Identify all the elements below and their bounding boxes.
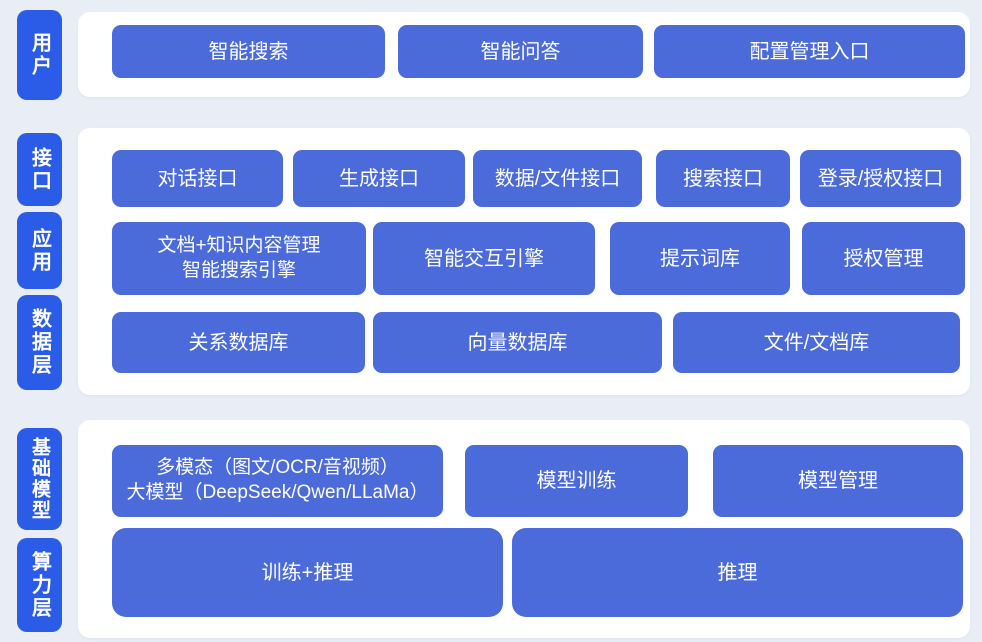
- box-vector-db: 向量数据库: [373, 312, 662, 373]
- layer-pill-interface: 接口: [17, 133, 62, 206]
- box-generate-api: 生成接口: [293, 150, 465, 207]
- box-relational-db: 关系数据库: [112, 312, 365, 373]
- layer-pill-data-layer: 数据层: [17, 295, 62, 390]
- box-doc-knowledge-line2: 智能搜索引擎: [181, 259, 296, 281]
- box-interaction-engine: 智能交互引擎: [373, 222, 595, 295]
- box-inference: 推理: [512, 528, 963, 617]
- box-multimodal-line2: 大模型（DeepSeek/Qwen/LLaMa）: [126, 482, 429, 503]
- box-multimodal-large-model: 多模态（图文/OCR/音视频） 大模型（DeepSeek/Qwen/LLaMa）: [112, 445, 443, 517]
- layer-pill-compute-layer: 算力层: [17, 538, 62, 632]
- box-data-file-api: 数据/文件接口: [473, 150, 642, 207]
- box-multimodal-line1: 多模态（图文/OCR/音视频）: [156, 457, 399, 479]
- box-doc-knowledge-line1: 文档+知识内容管理: [157, 234, 321, 256]
- box-auth-management: 授权管理: [802, 222, 965, 295]
- box-search-api: 搜索接口: [656, 150, 790, 207]
- layer-pill-application: 应用: [17, 212, 62, 289]
- box-smart-search: 智能搜索: [112, 25, 385, 78]
- box-prompt-library: 提示词库: [610, 222, 790, 295]
- box-training-plus-inference: 训练+推理: [112, 528, 503, 617]
- box-doc-knowledge-management: 文档+知识内容管理 智能搜索引擎: [112, 222, 366, 295]
- layer-pill-user: 用户: [17, 10, 62, 100]
- box-smart-qa: 智能问答: [398, 25, 643, 78]
- box-dialog-api: 对话接口: [112, 150, 283, 207]
- box-model-training: 模型训练: [465, 445, 688, 517]
- box-file-doc-library: 文件/文档库: [673, 312, 960, 373]
- box-model-management: 模型管理: [713, 445, 963, 517]
- layer-pill-base-model: 基础模型: [17, 428, 62, 530]
- box-login-auth-api: 登录/授权接口: [800, 150, 961, 207]
- box-config-management-entry: 配置管理入口: [654, 25, 965, 78]
